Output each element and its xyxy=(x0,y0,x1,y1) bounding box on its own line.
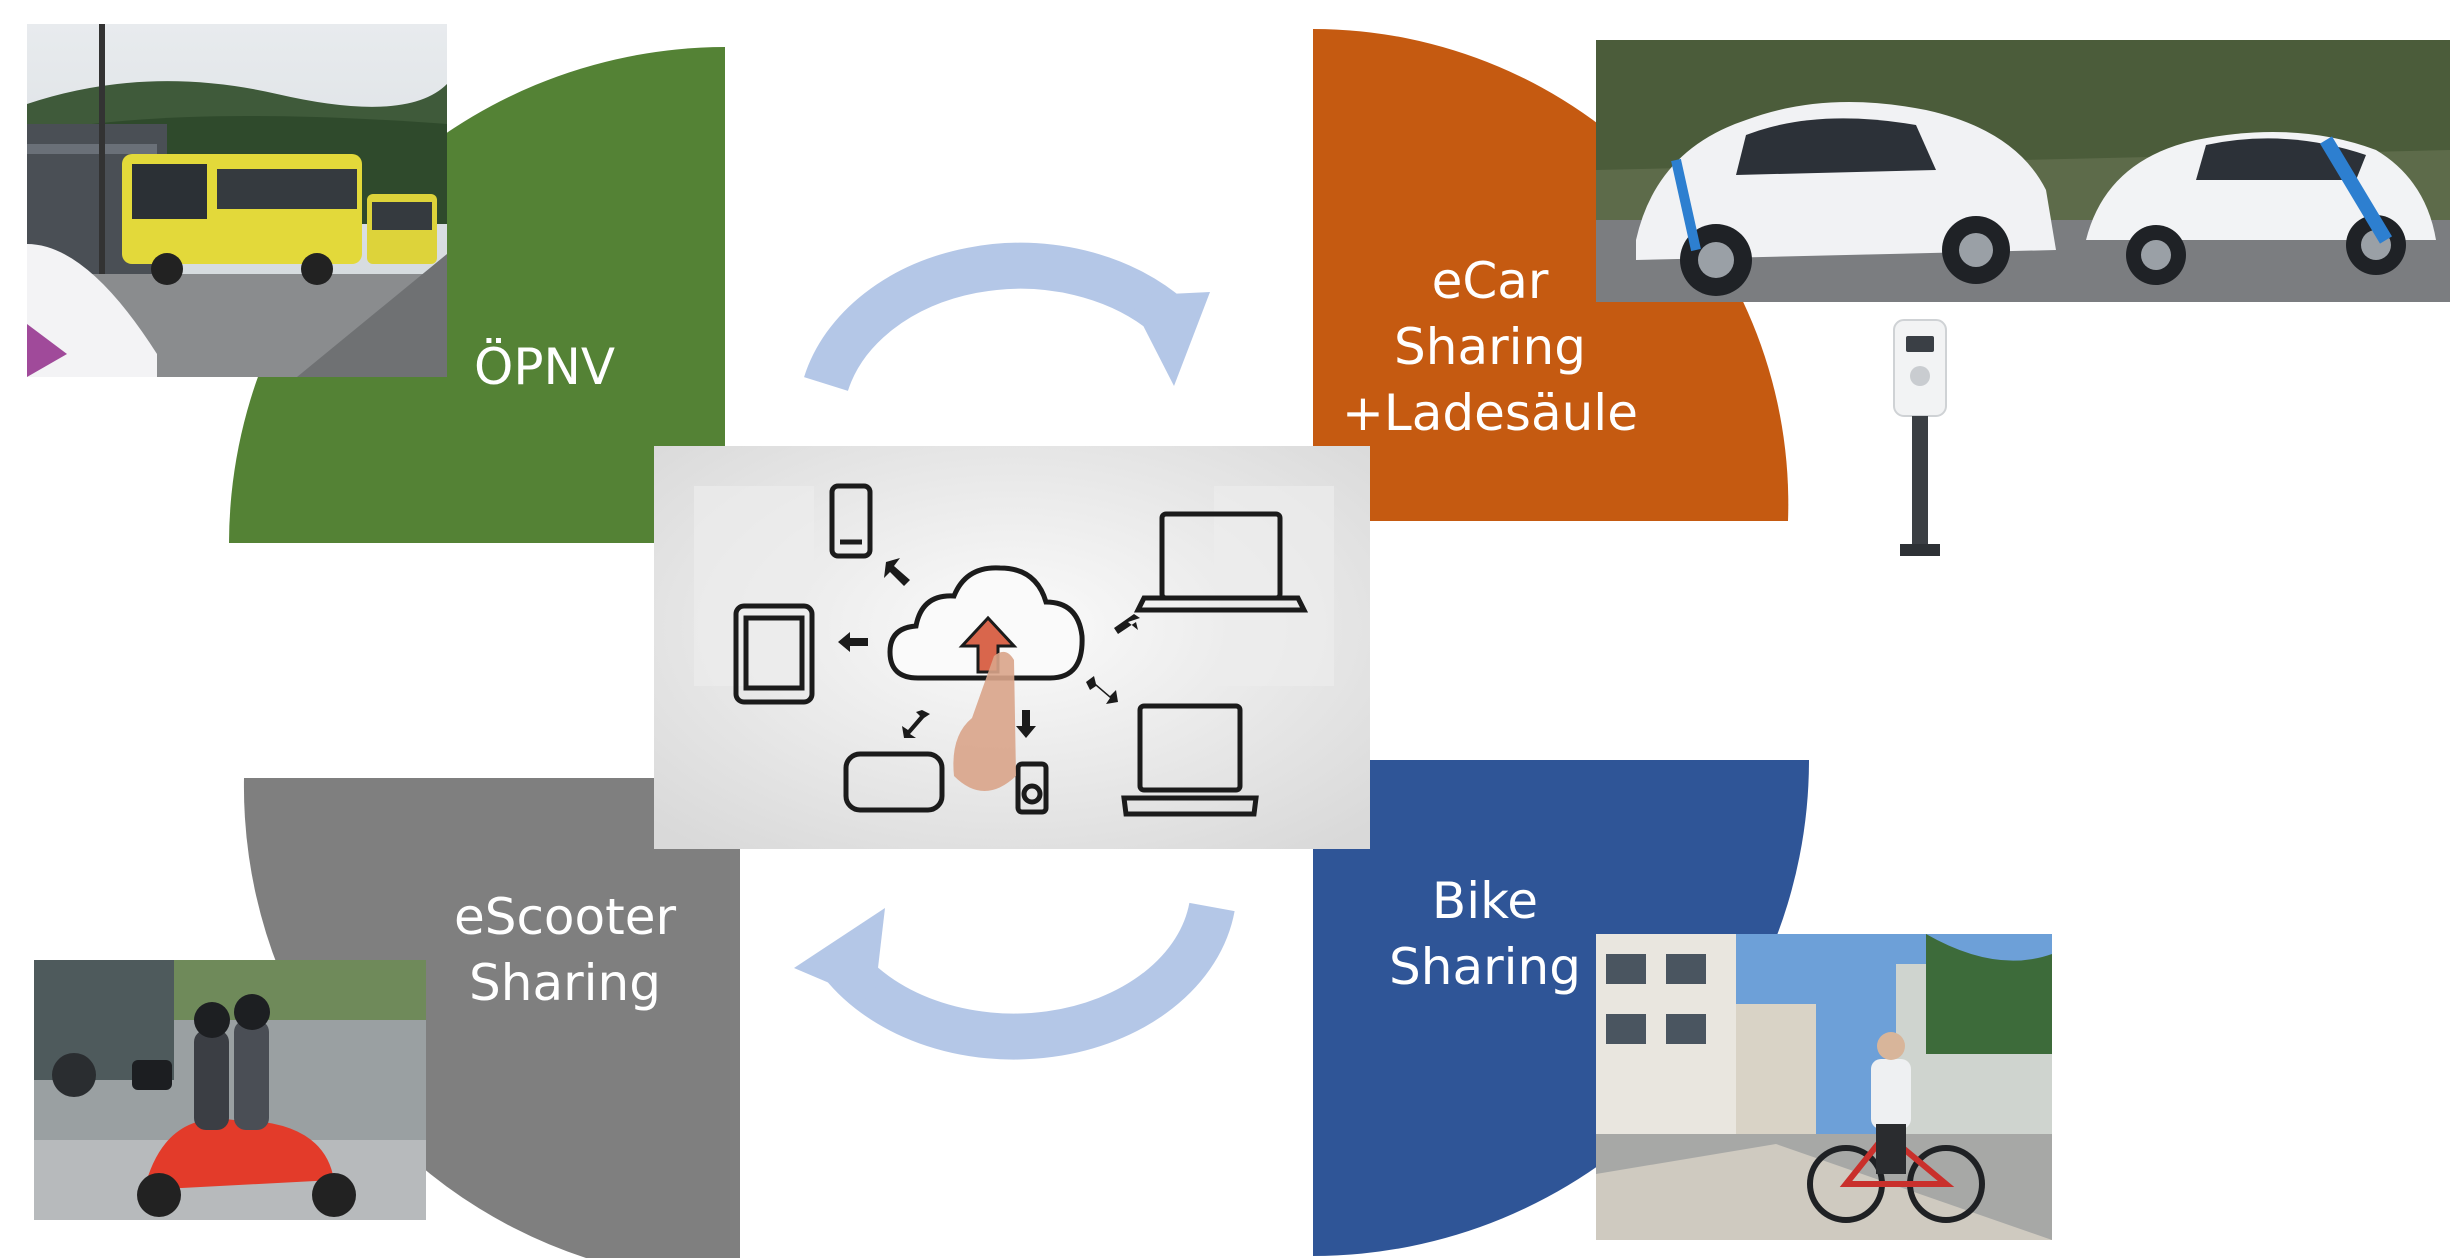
cyclist-photo xyxy=(1596,934,2052,1240)
cloud-upload-icon xyxy=(887,565,1085,681)
clockwise-top-arrow xyxy=(804,242,1210,392)
bike-segment xyxy=(1313,760,1809,1256)
oepnv-segment xyxy=(229,47,725,543)
tv-icon xyxy=(843,751,945,813)
ecar-label: eCar Sharing +Ladesäule xyxy=(1340,248,1640,446)
electric-cars-photo xyxy=(1596,40,2450,302)
scooter-riders-photo xyxy=(34,960,426,1220)
charging-station-photo xyxy=(1890,316,1950,560)
desktop-icon xyxy=(1121,703,1259,817)
cloud-devices-photo xyxy=(654,446,1370,849)
escooter-label-line1: eScooter xyxy=(453,888,677,946)
escooter-label: eScooter Sharing xyxy=(410,884,720,1016)
bike-label: Bike Sharing xyxy=(1350,868,1620,1000)
laptop-icon xyxy=(1133,511,1309,613)
ecar-segment xyxy=(1313,28,1789,521)
ecar-label-line2: Sharing xyxy=(1394,318,1586,376)
escooter-label-line2: Sharing xyxy=(469,954,661,1012)
media-player-icon xyxy=(1015,761,1049,815)
ecar-label-line3: +Ladesäule xyxy=(1342,384,1638,442)
tablet-icon xyxy=(733,603,815,705)
bike-label-line2: Sharing xyxy=(1389,938,1581,996)
ecar-label-line1: eCar xyxy=(1431,252,1549,310)
oepnv-label: ÖPNV xyxy=(474,338,616,396)
smartphone-icon xyxy=(829,483,873,559)
escooter-segment xyxy=(243,778,740,1258)
transfer-arrows xyxy=(838,558,1140,738)
yellow-bus-photo xyxy=(27,24,447,377)
bike-label-line1: Bike xyxy=(1431,872,1539,930)
clockwise-bottom-arrow xyxy=(794,902,1235,1060)
